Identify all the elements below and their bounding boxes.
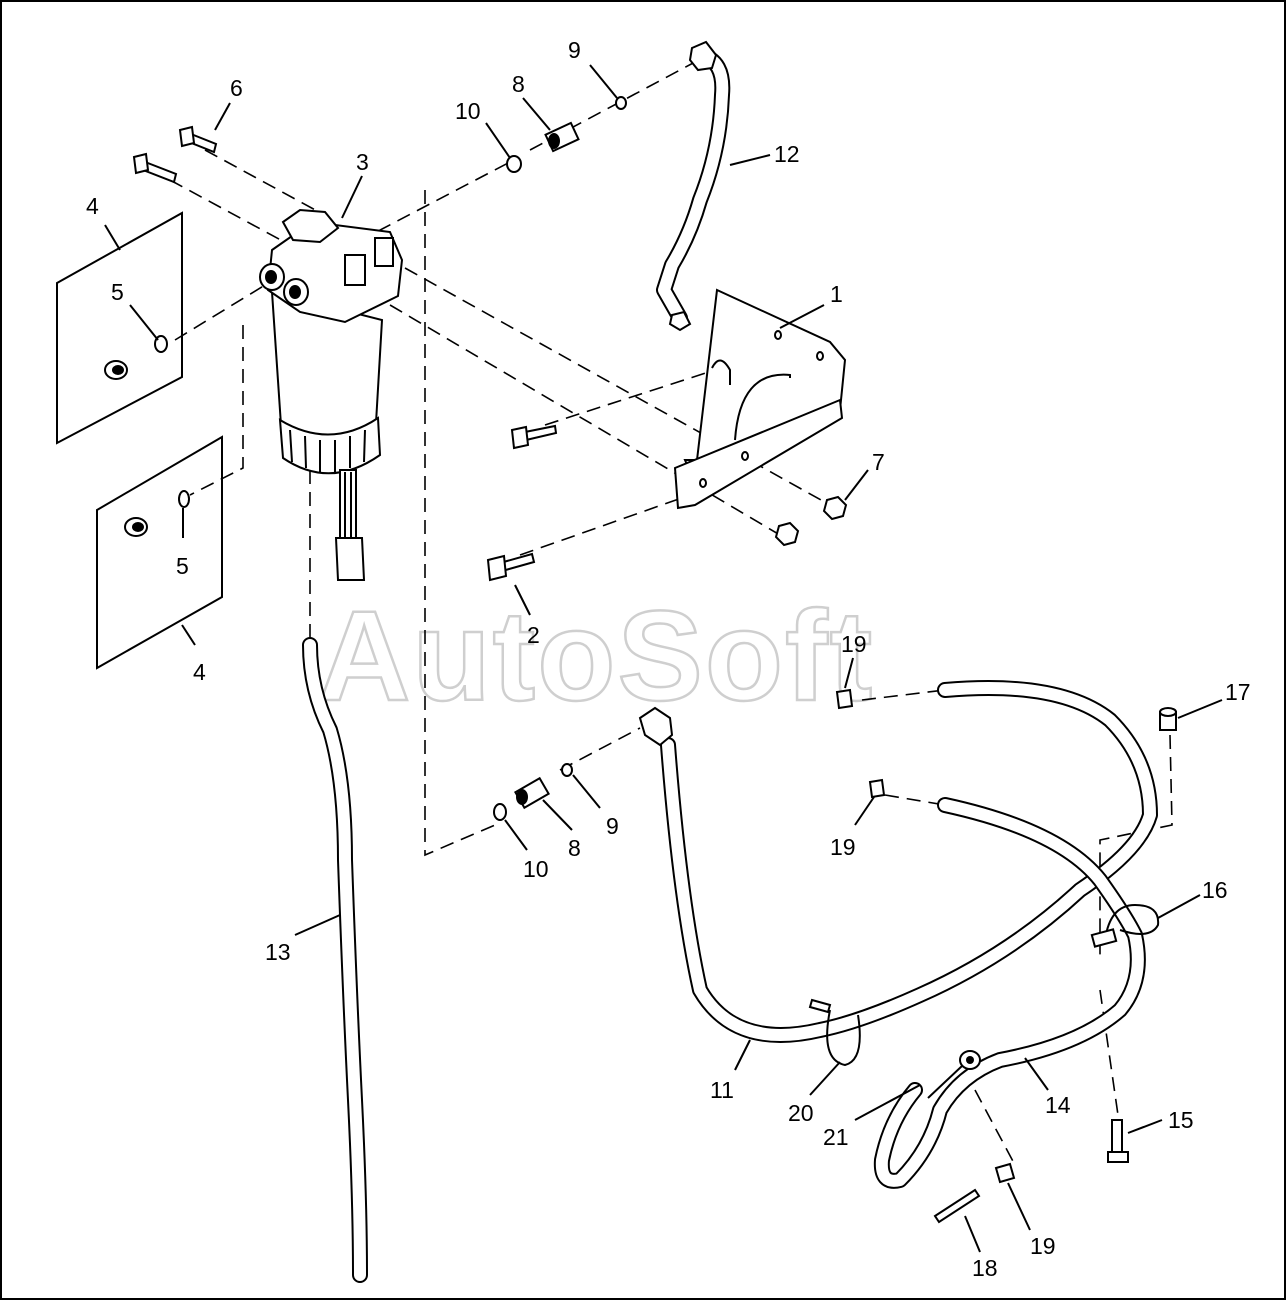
bolt-15 [1107,1119,1129,1163]
callout-5-upper: 5 [111,279,124,305]
callout-19-upper: 19 [841,631,867,657]
plug-5b [124,517,148,537]
callout-18: 18 [972,1255,998,1281]
callout-1: 1 [830,281,843,307]
leader-lines [104,64,1223,1253]
connector-8-bottom [514,776,550,810]
bolt-bracket-upper [510,424,558,450]
o-ring-10-top [506,155,522,173]
callout-5-lower: 5 [176,553,189,579]
washer-9-bottom [561,763,573,777]
cap-17 [1159,707,1177,731]
fuel-hose-11 [638,680,1158,1043]
nut-7 [822,495,848,521]
callout-15: 15 [1168,1107,1194,1133]
cap-19-lower [994,1162,1016,1184]
fuel-line-12 [656,40,731,332]
callout-2: 2 [527,622,540,648]
callout-19-lower: 19 [1030,1233,1056,1259]
hose-clamp-20-screw [808,998,832,1014]
callout-21: 21 [823,1124,849,1150]
gasket-plate-upper [56,211,183,445]
callout-9-top: 9 [568,37,581,63]
washer-5b [178,490,190,508]
cap-19-upper [835,688,854,710]
callout-6: 6 [230,75,243,101]
callout-8-top: 8 [512,71,525,97]
callout-19-middle: 19 [830,834,856,860]
fuel-hose-13 [302,637,368,1283]
callout-14: 14 [1045,1092,1071,1118]
callout-12: 12 [774,141,800,167]
washer-9-top [615,96,627,110]
plug-5a [104,360,128,380]
callout-4-upper: 4 [86,193,99,219]
cap-screw-6 [178,125,218,154]
o-ring-10-bottom [493,803,507,821]
cap-screw-6b [132,152,178,184]
callout-8-bottom: 8 [568,835,581,861]
mounting-bracket [673,288,847,510]
callout-20: 20 [788,1100,814,1126]
watermark: AutoSoft [318,585,874,728]
gasket-plate-lower [96,435,223,670]
p-clamp-16 [1104,903,1160,941]
callout-3: 3 [356,149,369,175]
callout-4-lower: 4 [193,659,206,685]
nut-bracket-lower [774,521,800,547]
callout-10-top: 10 [455,98,481,124]
cap-19-middle [868,778,886,799]
assembly-lines [169,61,1173,1166]
pin-18 [933,1188,981,1224]
p-clamp-16-tab [1090,928,1118,948]
callout-10-bottom: 10 [523,856,549,882]
connector-8-top [544,121,580,153]
fuel-filter-assembly [259,208,404,581]
callout-16: 16 [1202,877,1228,903]
callout-9-bottom: 9 [606,813,619,839]
callout-labels: 1 2 3 4 4 5 5 6 7 8 8 9 9 10 10 11 12 13… [86,37,1251,1281]
callout-17: 17 [1225,679,1251,705]
callout-11: 11 [710,1077,734,1103]
clip-21-hole [966,1056,974,1064]
callout-13: 13 [265,939,291,965]
hose-clamp-20 [826,1009,861,1067]
callout-7: 7 [872,449,885,475]
fuel-hose-14 [873,797,1146,1189]
clip-21-arm [927,1065,963,1099]
bolt-2 [486,552,536,582]
